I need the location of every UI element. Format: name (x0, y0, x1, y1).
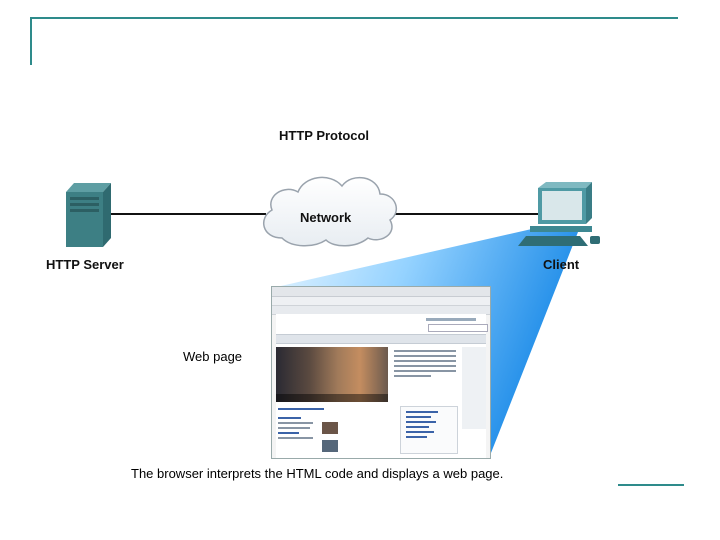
server-icon (66, 183, 111, 247)
network-cloud-icon (262, 176, 398, 247)
frame-left-line (30, 17, 32, 65)
page-links-panel (400, 406, 458, 454)
page-thumbnail-image (322, 422, 338, 434)
client-label: Client (543, 257, 580, 272)
frame-bottom-line (618, 484, 684, 486)
network-label: Network (300, 210, 352, 225)
caption: The browser interprets the HTML code and… (131, 466, 504, 481)
client-computer-icon (518, 182, 600, 246)
diagram-title: HTTP Protocol (279, 128, 370, 143)
browser-page-content (276, 314, 488, 458)
page-sidebar (462, 347, 486, 429)
page-intro-text (394, 350, 456, 380)
page-search-box (428, 324, 488, 332)
frame-top-line (30, 17, 678, 19)
page-lower-section (278, 408, 393, 442)
browser-title-bar (272, 287, 490, 297)
page-thumbnail-image (322, 440, 338, 452)
server-label: HTTP Server (46, 257, 124, 272)
page-hero-image (276, 347, 388, 402)
page-nav-bar (276, 334, 486, 344)
web-page-screenshot (271, 286, 491, 459)
browser-toolbar (272, 297, 490, 306)
web-page-label: Web page (183, 349, 243, 364)
